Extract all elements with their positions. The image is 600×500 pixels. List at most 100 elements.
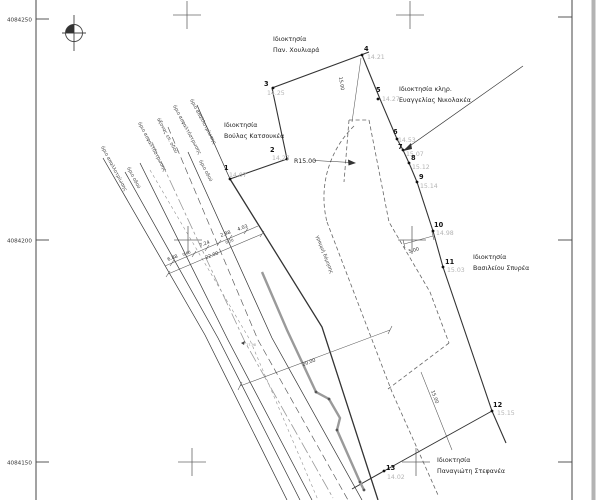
survey-point: 4 14.21 <box>360 45 385 61</box>
wall-polyline <box>260 271 366 491</box>
point-elevation: 15.14 <box>420 183 438 190</box>
road-label-road-limit-left: όριο οδού <box>125 166 142 190</box>
property-label-line1: Ιδιοκτησία <box>224 121 257 129</box>
dimension-line-upper <box>164 225 259 267</box>
dim-frontage-bottom: 15.00 <box>429 390 440 405</box>
point-id: 2 <box>270 146 275 154</box>
property-label-line2: Βασιλείου Σπυρέα <box>473 264 529 272</box>
property-labels: Ιδιοκτησία Παν. Χουλιαρά Ιδιοκτησία κληρ… <box>224 35 529 475</box>
dim-tick <box>237 381 243 391</box>
setback-bottom-edge <box>387 342 450 390</box>
property-label-line2: Παναγιώτη Στεφανέα <box>437 467 505 475</box>
point-dot <box>431 229 435 233</box>
road-limit-line-left <box>124 171 301 500</box>
spot-elevation: 17.98 <box>246 343 256 347</box>
point-dot <box>490 409 494 413</box>
dim-building-offset: 20.00 <box>302 358 317 368</box>
boundary-arrowhead <box>403 143 412 151</box>
point-id: 11 <box>445 258 455 266</box>
wall-node <box>362 488 366 492</box>
point-elevation: 14.98 <box>436 230 454 237</box>
dimension-ticks <box>165 227 265 278</box>
grid-cross <box>396 1 424 29</box>
setback-arc-r15 <box>323 125 355 223</box>
point-id: 13 <box>386 464 396 472</box>
property-label-line2: Ευαγγελίας Νικολακέα <box>399 96 471 104</box>
side-dim-line <box>403 235 434 245</box>
road-lines <box>102 104 363 500</box>
point-dot <box>376 97 380 101</box>
building-line <box>326 221 439 496</box>
boundary-south-segment <box>351 410 493 490</box>
point-elevation: 15.15 <box>497 410 515 417</box>
frontage-dim-line-bottom <box>420 371 453 451</box>
property-label-line1: Ιδιοκτησία <box>473 253 506 261</box>
boundary-road-frontage <box>229 178 379 500</box>
property-label: Ιδιοκτησία Παναγιώτη Στεφανέα <box>437 456 505 475</box>
road-dimensions: 6.88 0.60 7.24 2.98 0.20 4.03 22.00 <box>164 224 265 278</box>
point-dot <box>271 86 275 90</box>
dim-total: 22.00 <box>205 251 220 261</box>
dim-tick <box>402 239 406 249</box>
property-label-line1: Ιδιοκτησία κληρ. <box>399 85 452 93</box>
road-label-expropriation-left: όριο απαλλοτρίωσης <box>99 145 129 193</box>
radius-callout: R15.00 <box>294 158 356 166</box>
survey-point: 5 14.27 <box>376 86 400 103</box>
survey-point: 13 14.02 <box>382 464 405 481</box>
grid-cross <box>402 448 430 476</box>
survey-point: 10 14.98 <box>431 221 454 237</box>
wall-node <box>314 390 318 394</box>
frontage-dimensions: 15.00 15.00 <box>337 57 453 451</box>
survey-points: 1 14.07 2 14.27 3 14.25 4 14.21 5 14.27 … <box>224 45 515 481</box>
property-label: Ιδιοκτησία Βασιλείου Σπυρέα <box>473 253 529 272</box>
grid-cross <box>398 226 426 254</box>
asphalt-edge-dashed-line <box>149 169 319 500</box>
survey-point: 7 15.07 <box>398 143 424 158</box>
grid-coordinate-label: 4084250 <box>7 18 32 24</box>
spot-flag-icon <box>241 341 245 345</box>
wall-node <box>358 480 362 484</box>
point-dot <box>228 177 232 181</box>
dim-side-offset: 5.00 <box>408 246 420 255</box>
point-elevation: 14.27 <box>272 155 290 162</box>
road-limit-line-right <box>187 151 363 500</box>
point-elevation: 14.02 <box>387 474 405 481</box>
point-id: 8 <box>411 154 416 162</box>
wall-node <box>335 428 339 432</box>
asphalt-limit-line-left <box>139 162 313 500</box>
grid-coordinate-label: 4084200 <box>7 239 32 245</box>
road-label-axis: άξονας επ. οδού <box>155 117 180 155</box>
expropriation-line-right-upper <box>196 104 231 180</box>
road-labels: όριο απαλλοτρίωσης όριο οδού όριο ασφαλτ… <box>99 98 218 193</box>
parcel-boundary <box>229 51 524 500</box>
survey-point: 2 14.27 <box>270 146 290 162</box>
point-elevation: 15.07 <box>406 151 424 158</box>
setback-dimension: 20.00 <box>237 325 393 391</box>
point-dot <box>360 53 364 57</box>
point-dot <box>382 469 386 473</box>
building-setback: γραμμή δόμησης <box>314 119 450 496</box>
property-label-line2: Βούλας Κατσουκέα <box>224 132 284 140</box>
survey-point: 11 15.03 <box>441 258 465 274</box>
boundary-west-segment <box>229 51 370 180</box>
property-label-line1: Ιδιοκτησία <box>273 35 306 43</box>
north-quadrant-fill <box>65 24 74 33</box>
neighbor-boundary-line <box>403 65 524 151</box>
point-id: 7 <box>398 143 403 151</box>
point-dot <box>407 161 411 165</box>
point-id: 3 <box>264 80 269 88</box>
point-elevation: 14.21 <box>367 54 385 61</box>
asphalt-limit-line-right <box>167 126 349 500</box>
side-dimension: 5.00 <box>402 231 435 255</box>
survey-point: 9 15.14 <box>415 173 438 190</box>
point-id: 5 <box>376 86 381 94</box>
grid-coordinate-label: 4084150 <box>7 461 32 467</box>
survey-point: 12 15.15 <box>490 401 515 417</box>
point-elevation: 15.12 <box>412 164 430 171</box>
setback-strip-left <box>343 119 350 183</box>
point-elevation: 14.53 <box>398 137 416 144</box>
point-dot <box>401 148 405 152</box>
point-id: 4 <box>364 45 369 53</box>
